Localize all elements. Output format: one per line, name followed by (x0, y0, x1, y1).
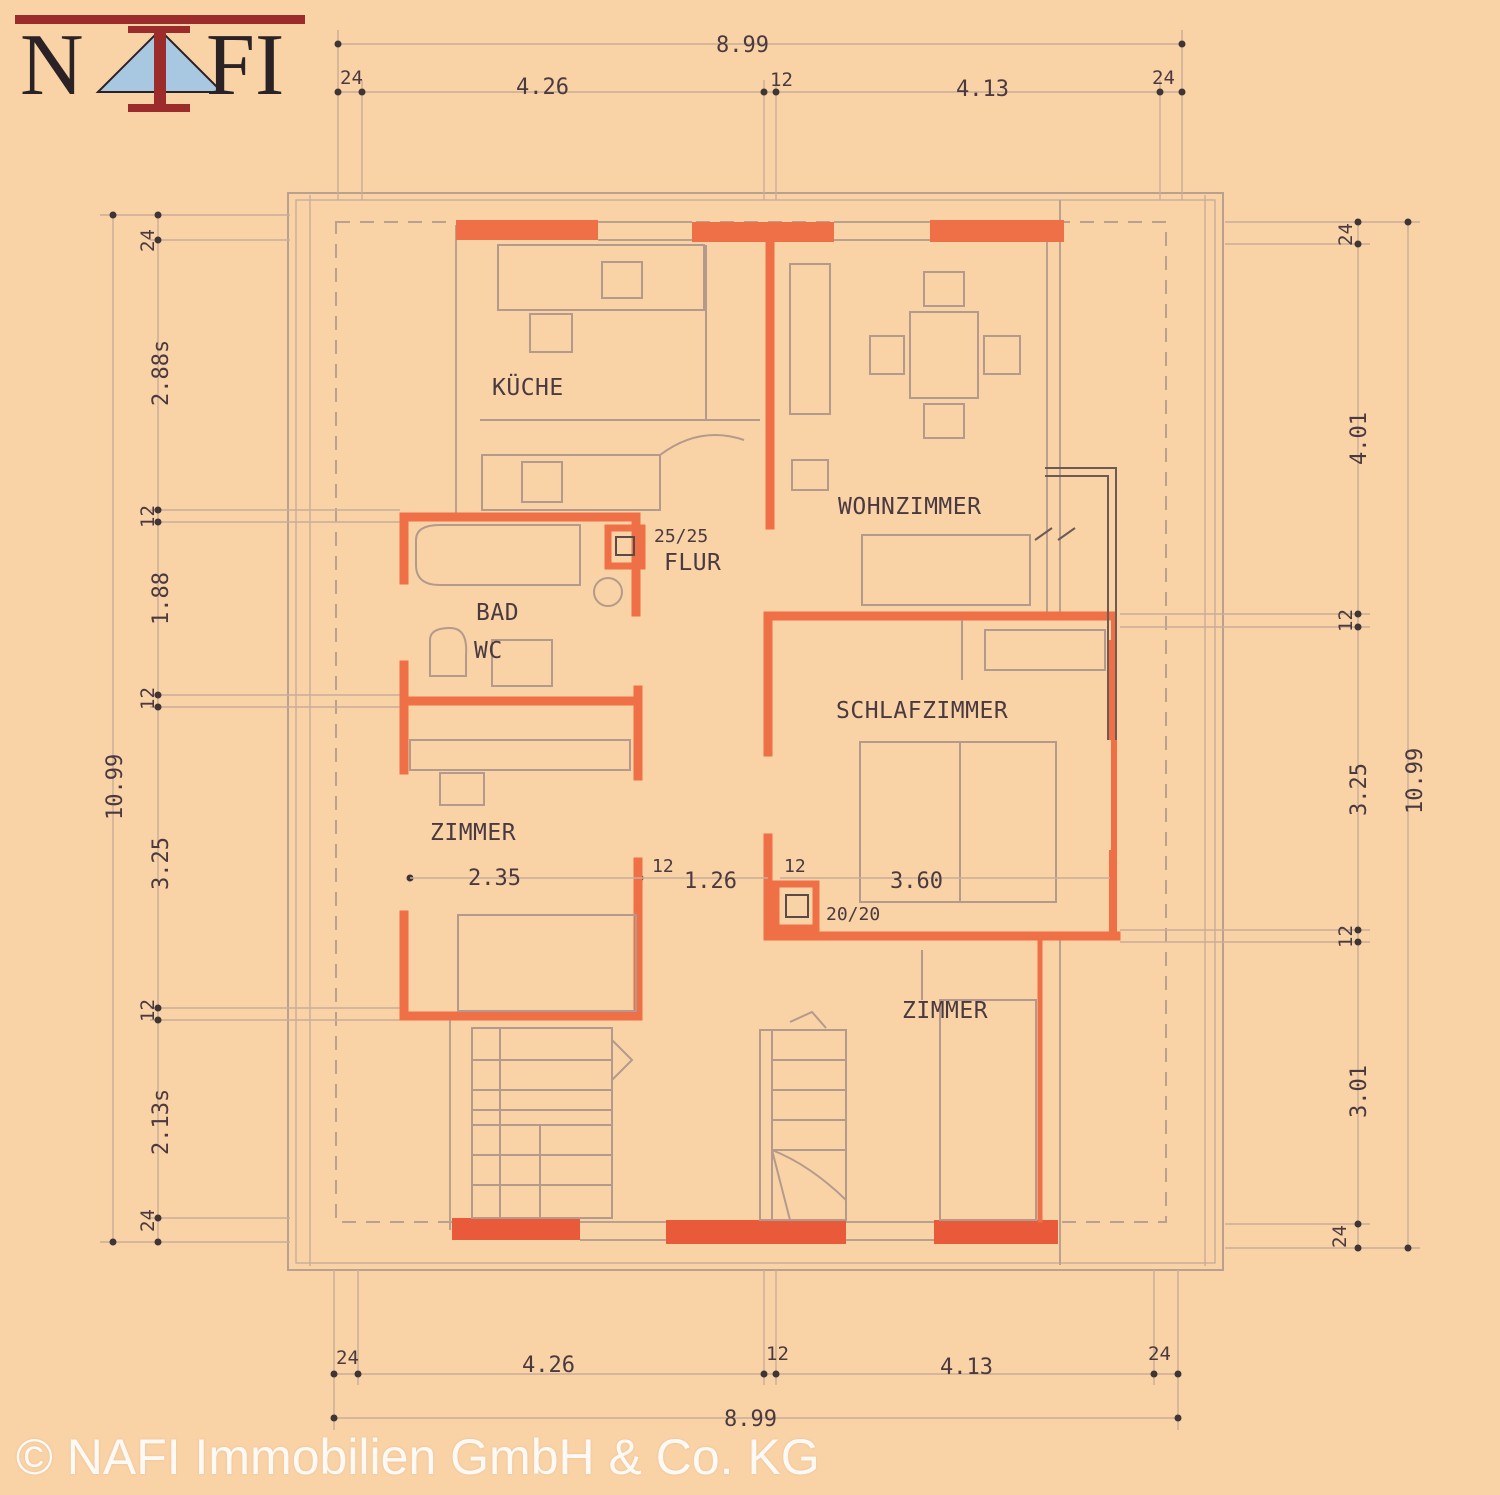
dim-right-bottom: 24 (1329, 1225, 1351, 1248)
room-label-wohnzimmer: WOHNZIMMER (838, 494, 981, 520)
dim-left-d: 2.13s (149, 1089, 174, 1155)
dim-top-right: 4.13 (956, 77, 1009, 102)
dim-left-top: 24 (137, 229, 159, 252)
interior-dimensions: 2.35 12 1.26 12 3.60 (410, 856, 1110, 894)
dim-left-w3: 12 (137, 999, 159, 1022)
dim-bottom-mid: 12 (766, 1343, 789, 1365)
dim-wall-right: 12 (784, 856, 806, 877)
dim-flur-width: 1.26 (684, 869, 737, 894)
logo-text-n: N (20, 17, 84, 114)
dim-bottom-left: 4.26 (522, 1353, 575, 1378)
dim-top-outer-left: 24 (340, 67, 363, 89)
chimney-label-upper: 25/25 (654, 526, 708, 547)
logo-t-bar (128, 26, 190, 33)
furniture (409, 244, 1106, 1221)
dims-top: 8.99 24 4.26 12 4.13 24 (340, 33, 1175, 102)
dim-wall-left: 12 (652, 856, 674, 877)
dim-right-a: 4.01 (1347, 412, 1372, 465)
dims-right: 24 4.01 12 3.25 10.99 12 3.01 24 (1329, 223, 1428, 1248)
room-label-kueche: KÜCHE (492, 373, 564, 401)
double-bed (859, 741, 1057, 903)
dim-top-outer-right: 24 (1152, 67, 1175, 89)
logo-top-bar (15, 15, 305, 24)
dim-right-total: 10.99 (1403, 748, 1428, 814)
room-label-zimmer-left: ZIMMER (430, 820, 516, 846)
logo-t-stem (154, 30, 166, 112)
dim-right-c: 3.01 (1347, 1065, 1372, 1118)
dim-bottom-total: 8.99 (724, 1407, 777, 1432)
kitchen-table (497, 244, 705, 311)
dim-right-top: 24 (1335, 223, 1357, 246)
dim-left-b: 1.88 (149, 572, 174, 625)
dining-table (909, 311, 979, 399)
chimney-lower (772, 880, 820, 932)
dim-schlaf-width: 3.60 (890, 869, 943, 894)
dimension-dots (109, 40, 1412, 1422)
dim-left-w2: 12 (137, 687, 159, 710)
dim-left-total: 10.99 (103, 754, 128, 820)
room-label-flur: FLUR (664, 550, 721, 576)
chimneys (604, 524, 820, 932)
sofa (861, 534, 1031, 606)
copyright-watermark: © NAFI Immobilien GmbH & Co. KG (16, 1429, 820, 1485)
dim-top-mid: 12 (770, 69, 793, 91)
bed-right (939, 999, 1037, 1221)
balcony-window (1034, 467, 1117, 935)
dim-top-total: 8.99 (716, 33, 769, 58)
nafi-logo: N FI (15, 15, 305, 114)
dim-bottom-right: 4.13 (940, 1355, 993, 1380)
bathtub (415, 524, 581, 586)
outer-outline (287, 192, 1224, 1271)
chimney-upper (604, 524, 646, 570)
dim-left-w1: 12 (137, 505, 159, 528)
dim-bottom-outer-right: 24 (1148, 1343, 1171, 1365)
dims-left: 24 2.88s 12 1.88 12 10.99 3.25 12 2.13s … (103, 229, 174, 1232)
room-label-zimmer-right: ZIMMER (902, 998, 988, 1024)
interior-walls (399, 237, 1121, 1223)
dim-left-a: 2.88s (149, 340, 174, 406)
dim-left-bottom: 24 (137, 1209, 159, 1232)
dim-left-c: 3.25 (149, 837, 174, 890)
bed-left (457, 914, 637, 1012)
dim-right-w1: 12 (1335, 609, 1357, 632)
logo-t-base (128, 104, 190, 112)
room-label-schlafzimmer: SCHLAFZIMMER (836, 698, 1008, 724)
dims-bottom: 24 4.26 12 4.13 24 8.99 (336, 1343, 1171, 1432)
room-label-bad: BAD (476, 600, 519, 626)
dim-top-left: 4.26 (516, 75, 569, 100)
kitchen-counter (481, 454, 661, 511)
dimension-lines (100, 30, 1420, 1430)
toilet (429, 626, 468, 677)
dim-zimmer-width: 2.35 (468, 866, 521, 891)
staircase (471, 1010, 847, 1221)
dim-bottom-outer-left: 24 (336, 1347, 359, 1369)
dim-right-w2: 12 (1335, 925, 1357, 948)
dim-right-b: 3.25 (1347, 763, 1372, 816)
exterior-walls (452, 220, 1064, 1244)
chimney-label-lower: 20/20 (826, 904, 880, 925)
room-label-wc: WC (474, 638, 503, 664)
room-labels: KÜCHE WOHNZIMMER FLUR BAD WC SCHLAFZIMME… (430, 373, 1008, 1024)
logo-text-fi: FI (206, 17, 284, 114)
